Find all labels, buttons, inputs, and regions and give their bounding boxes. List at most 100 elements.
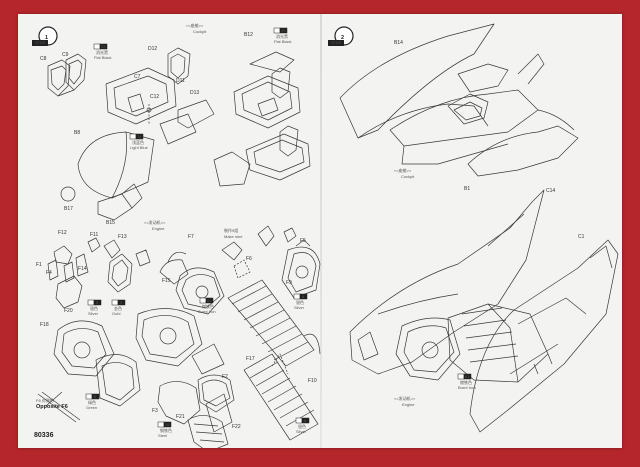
kit-code: 80336 — [34, 432, 54, 439]
paint-silver: 8 银色 Silver — [87, 299, 102, 316]
paint-code: 9 — [120, 300, 123, 305]
part-f5: F5 — [300, 238, 306, 244]
part-f1: F1 — [36, 262, 42, 268]
cockpit-title-2: <<座舱>> — [394, 167, 412, 173]
engine-title-1: <<发动机>> — [144, 219, 166, 225]
part-f2: F2 — [222, 374, 228, 380]
part-f3: F3 — [152, 408, 158, 414]
paint-name-cn: 银色 — [298, 423, 306, 429]
part-d13: D13 — [190, 90, 199, 96]
paint-name-en: Flat Black — [274, 39, 292, 44]
paint-name-en: Burnt Iron — [198, 309, 216, 314]
part-c14: C14 — [546, 188, 555, 194]
paint-code: 8 — [304, 418, 307, 423]
paint-name-cn: 燃铁色 — [460, 379, 472, 385]
step1-number: 1 — [45, 35, 48, 41]
paint-name-cn: 银色 — [296, 299, 304, 305]
part-f9: F9 — [286, 280, 292, 286]
paint-name-cn: 绿色 — [88, 399, 96, 405]
part-c7: C7 — [134, 74, 141, 80]
paint-code: 33 — [101, 44, 106, 49]
engine-title-2: <<发动机>> — [394, 395, 416, 401]
cockpit-tub-left-drawing — [105, 47, 215, 145]
paint-flat-black-1: 33 消光黑 Flat Black — [93, 43, 112, 60]
part-b12: B12 — [244, 32, 253, 38]
part-b15: B15 — [106, 220, 115, 226]
part-f21: F21 — [176, 414, 185, 420]
part-f17: F17 — [246, 356, 255, 362]
paint-name-cn: 浅蓝色 — [132, 139, 144, 145]
paint-name-en: Silver — [88, 311, 99, 316]
assembly-drawings: STEP 1 STEP 2 <<座舱>> Cockpit <<座舱>> Cock… — [32, 22, 619, 448]
step1-word: STEP — [35, 40, 46, 45]
paint-name-cn: 消光黑 — [276, 33, 288, 39]
paint-name-en: Green — [86, 405, 97, 410]
paint-green: 6 绿色 Green — [85, 393, 100, 410]
part-c8: C8 — [40, 56, 47, 62]
part-b1: B1 — [464, 186, 470, 192]
paint-gold: 9 金色 Gold — [111, 299, 126, 316]
part-f11: F11 — [90, 232, 98, 238]
paint-name-cn: 金色 — [114, 305, 122, 311]
part-c9: C9 — [62, 52, 69, 58]
part-f18: F18 — [40, 322, 49, 328]
part-b8: B8 — [74, 130, 80, 136]
paint-code: 61 — [207, 298, 212, 303]
paint-name-cn: 钢铁色 — [160, 427, 172, 433]
part-c1: C1 — [578, 234, 585, 240]
cockpit-title-1: <<座舱>> — [186, 22, 204, 28]
part-f6: F6 — [246, 256, 252, 262]
part-f14: F14 — [78, 266, 87, 272]
paint-name-en: Flat Black — [94, 55, 112, 60]
paint-name-en: Light Blue — [130, 145, 149, 150]
paint-flat-black-2: 33 消光黑 Flat Black — [273, 27, 292, 44]
paint-steel: 18 钢铁色 Steel — [157, 421, 172, 438]
engine-small-parts-drawing — [47, 237, 151, 309]
part-d11: D11 — [176, 78, 185, 84]
paint-burnt-iron-1: 61 燃铁色 Burnt Iron — [198, 297, 216, 314]
center-fold — [320, 14, 322, 448]
part-f4: F4 — [46, 270, 52, 276]
opposite-label: Opposite F6 — [36, 404, 68, 410]
paint-code: 18 — [165, 422, 170, 427]
part-f7: F7 — [188, 234, 194, 240]
cockpit-label-1: Cockpit — [193, 29, 207, 34]
engine-core-drawing — [37, 308, 203, 423]
part-d12: D12 — [148, 46, 157, 52]
paint-code: 33 — [281, 28, 286, 33]
part-b17: B17 — [64, 206, 73, 212]
paint-light-blue: 14 浅蓝色 Light Blue — [129, 133, 149, 150]
paint-burnt-iron-2: 61 燃铁色 Burnt Iron — [457, 373, 476, 390]
paint-callouts: 33 消光黑 Flat Black 33 消光黑 Flat Black 14 浅… — [85, 27, 476, 438]
paint-code: 6 — [94, 394, 97, 399]
part-b14: B14 — [394, 40, 403, 46]
make-nine-cn: 制作9组 — [224, 227, 238, 233]
paint-code: 61 — [465, 374, 470, 379]
part-f13: F13 — [118, 234, 127, 240]
part-f20: F20 — [64, 308, 73, 314]
fuselage-lower-right-drawing — [469, 239, 619, 433]
paint-code: 8 — [96, 300, 99, 305]
cockpit-assembled-drawing — [213, 51, 311, 187]
burner-drawing — [281, 239, 321, 299]
part-f12: F12 — [58, 230, 67, 236]
part-f10: F10 — [308, 378, 317, 384]
cockpit-label-2: Cockpit — [401, 174, 415, 179]
paint-silver-2: 8 银色 Silver — [293, 293, 308, 310]
paint-name-en: Burnt Iron — [458, 385, 476, 390]
paint-name-en: Silver — [294, 305, 305, 310]
paint-name-en: Silver — [296, 429, 307, 434]
step2-number: 2 — [341, 35, 344, 41]
opposite-cn: F6 对侧的 — [36, 397, 54, 403]
step1-badge — [32, 26, 58, 46]
paint-name-en: Steel — [158, 433, 167, 438]
part-f22: F22 — [232, 424, 241, 430]
afterburner-pipes-drawing — [157, 279, 321, 448]
labels: STEP 1 STEP 2 <<座舱>> Cockpit <<座舱>> Cock… — [35, 22, 585, 430]
fuselage-lower-left-drawing — [349, 189, 549, 383]
paint-name-en: Gold — [112, 311, 120, 316]
paint-name-cn: 消光黑 — [96, 49, 108, 55]
instruction-sheet: STEP 1 STEP 2 <<座舱>> Cockpit <<座舱>> Cock… — [18, 14, 622, 448]
cockpit-seats-drawing — [47, 53, 87, 97]
engine-mid-drawing — [159, 225, 297, 315]
